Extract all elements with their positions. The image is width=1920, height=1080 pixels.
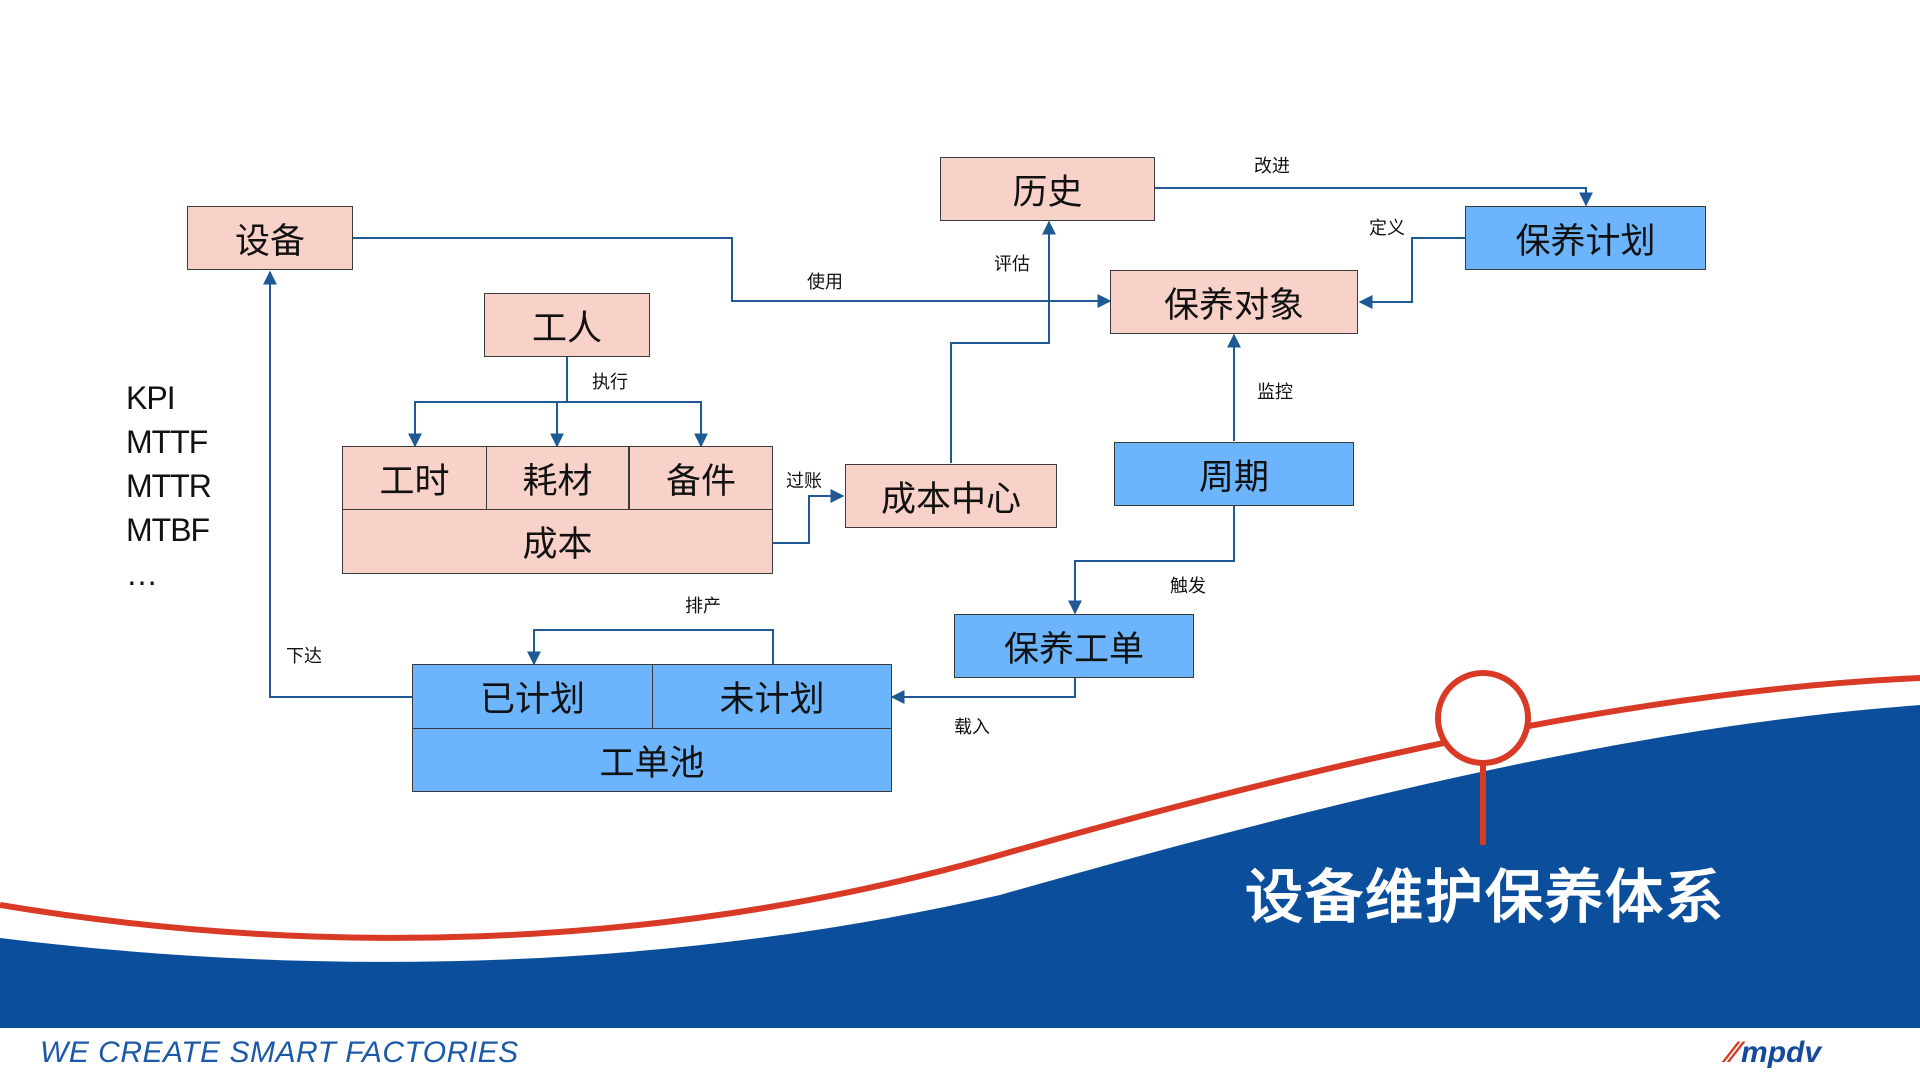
box-unplanned: 未计划	[652, 664, 892, 729]
edge-worker-to-consumables	[550, 401, 567, 448]
edge-history-to-plan	[1155, 187, 1593, 207]
logo-mark-icon: ⁄⁄	[1728, 1036, 1739, 1069]
box-planned: 已计划	[412, 664, 653, 729]
slide-title: 设备维护保养体系	[1245, 863, 1726, 931]
edge-equipment-to-object	[353, 237, 1112, 308]
blue-wave	[0, 705, 1920, 1028]
label-improve: 改进	[1254, 156, 1290, 177]
box-cycle: 周期	[1114, 442, 1354, 506]
label-post: 过账	[786, 471, 822, 492]
label-trigger: 触发	[1170, 576, 1206, 597]
edge-pool-to-equipment	[263, 270, 412, 698]
edge-costcenter-to-history	[950, 220, 1056, 463]
edge-worker-to-hours	[408, 357, 568, 448]
company-logo: ⁄⁄mpdv	[1728, 1036, 1821, 1070]
edge-unplanned-to-planned	[527, 629, 774, 666]
edge-plan-to-object	[1358, 237, 1465, 309]
label-load: 载入	[954, 717, 990, 738]
box-consumables: 耗材	[486, 446, 629, 510]
box-labor-hours: 工时	[342, 446, 487, 510]
label-monitor: 监控	[1257, 382, 1293, 403]
edge-workorder-to-pool	[890, 678, 1076, 704]
box-history: 历史	[940, 157, 1155, 221]
box-equipment: 设备	[187, 206, 353, 270]
label-schedule: 排产	[685, 596, 721, 617]
edge-worker-to-parts	[567, 401, 708, 448]
label-define: 定义	[1369, 218, 1405, 239]
kpi-item: KPI	[126, 380, 176, 416]
box-maintenance-plan: 保养计划	[1465, 206, 1706, 270]
pin-circle	[1435, 670, 1531, 766]
edge-cycle-to-workorder	[1068, 506, 1235, 615]
box-cost-center: 成本中心	[845, 464, 1057, 528]
kpi-item: MTTF	[126, 424, 208, 460]
footer-slogan: WE CREATE SMART FACTORIES	[40, 1036, 519, 1069]
red-wave-line	[0, 675, 1920, 941]
logo-text: mpdv	[1741, 1036, 1822, 1069]
edge-cost-to-costcenter	[773, 489, 845, 544]
label-evaluate: 评估	[994, 254, 1030, 275]
box-work-order-pool: 工单池	[412, 728, 892, 792]
label-execute: 执行	[592, 372, 628, 393]
label-dispatch: 下达	[286, 646, 322, 667]
kpi-list: KPI MTTF MTTR MTBF …	[126, 376, 212, 596]
box-worker: 工人	[484, 293, 650, 357]
box-cost: 成本	[342, 509, 773, 574]
kpi-item: MTTR	[126, 468, 212, 504]
box-spare-parts: 备件	[629, 446, 773, 510]
kpi-item: MTBF	[126, 512, 210, 548]
box-maintenance-object: 保养对象	[1110, 270, 1358, 334]
box-maintenance-work-order: 保养工单	[954, 614, 1194, 678]
kpi-item: …	[126, 556, 158, 592]
label-use: 使用	[807, 272, 843, 293]
